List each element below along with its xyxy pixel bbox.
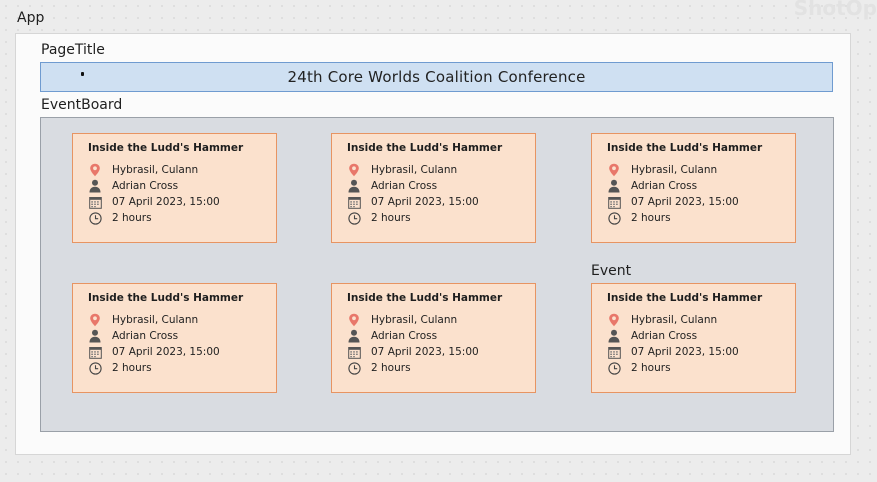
event-person: Adrian Cross: [371, 330, 438, 342]
clock-icon: [607, 361, 621, 375]
event-title: Inside the Ludd's Hammer: [607, 292, 763, 304]
event-date-row: 07 April 2023, 15:00: [88, 194, 276, 210]
event-person-row: Adrian Cross: [88, 178, 276, 194]
event-location-row: Hybrasil, Culann: [88, 162, 276, 178]
event-person: Adrian Cross: [112, 330, 179, 342]
event-duration: 2 hours: [631, 212, 671, 224]
event-label: Event: [591, 263, 632, 279]
event-location-row: Hybrasil, Culann: [607, 312, 795, 328]
event-person-row: Adrian Cross: [347, 178, 535, 194]
event-date: 07 April 2023, 15:00: [112, 346, 220, 358]
event-title: Inside the Ludd's Hammer: [607, 142, 763, 154]
event-person: Adrian Cross: [631, 330, 698, 342]
event-person-row: Adrian Cross: [347, 328, 535, 344]
event-card[interactable]: Inside the Ludd's Hammer Hybrasil, Culan…: [331, 283, 536, 393]
event-location: Hybrasil, Culann: [631, 164, 718, 176]
clock-icon: [347, 211, 361, 225]
mouse-cursor: [81, 72, 84, 76]
event-card[interactable]: Inside the Ludd's Hammer Hybrasil, Culan…: [72, 283, 277, 393]
event-duration: 2 hours: [112, 362, 152, 374]
event-duration-row: 2 hours: [347, 210, 535, 226]
clock-icon: [88, 361, 102, 375]
event-title: Inside the Ludd's Hammer: [88, 142, 244, 154]
event-duration-row: 2 hours: [88, 360, 276, 376]
person-icon: [88, 329, 102, 343]
event-duration-row: 2 hours: [607, 360, 795, 376]
page-title-label: PageTitle: [41, 42, 105, 58]
event-person: Adrian Cross: [371, 180, 438, 192]
event-card[interactable]: Inside the Ludd's Hammer Hybrasil, Culan…: [72, 133, 277, 243]
calendar-icon: [607, 195, 621, 209]
event-title: Inside the Ludd's Hammer: [347, 292, 503, 304]
calendar-icon: [607, 345, 621, 359]
event-person-row: Adrian Cross: [607, 178, 795, 194]
event-person: Adrian Cross: [631, 180, 698, 192]
event-duration: 2 hours: [112, 212, 152, 224]
clock-icon: [607, 211, 621, 225]
clock-icon: [88, 211, 102, 225]
event-date: 07 April 2023, 15:00: [371, 346, 479, 358]
event-person-row: Adrian Cross: [88, 328, 276, 344]
calendar-icon: [88, 195, 102, 209]
corner-text: ShotOp: [793, 0, 877, 20]
event-person: Adrian Cross: [112, 180, 179, 192]
event-person-row: Adrian Cross: [607, 328, 795, 344]
person-icon: [347, 329, 361, 343]
event-location: Hybrasil, Culann: [371, 314, 458, 326]
event-location: Hybrasil, Culann: [631, 314, 718, 326]
map-pin-icon: [88, 163, 102, 177]
event-location-row: Hybrasil, Culann: [347, 312, 535, 328]
event-date: 07 April 2023, 15:00: [112, 196, 220, 208]
person-icon: [607, 179, 621, 193]
page-title: 24th Core Worlds Coalition Conference: [40, 62, 833, 92]
event-title: Inside the Ludd's Hammer: [88, 292, 244, 304]
event-location: Hybrasil, Culann: [371, 164, 458, 176]
event-duration-row: 2 hours: [347, 360, 535, 376]
event-location-row: Hybrasil, Culann: [607, 162, 795, 178]
event-date-row: 07 April 2023, 15:00: [347, 194, 535, 210]
event-duration: 2 hours: [371, 212, 411, 224]
event-card[interactable]: Inside the Ludd's Hammer Hybrasil, Culan…: [331, 133, 536, 243]
event-title: Inside the Ludd's Hammer: [347, 142, 503, 154]
app-label: App: [17, 10, 45, 26]
event-date: 07 April 2023, 15:00: [631, 346, 739, 358]
event-duration: 2 hours: [371, 362, 411, 374]
event-duration-row: 2 hours: [607, 210, 795, 226]
person-icon: [347, 179, 361, 193]
event-location: Hybrasil, Culann: [112, 164, 199, 176]
event-date: 07 April 2023, 15:00: [371, 196, 479, 208]
event-duration: 2 hours: [631, 362, 671, 374]
event-location-row: Hybrasil, Culann: [88, 312, 276, 328]
event-duration-row: 2 hours: [88, 210, 276, 226]
clock-icon: [347, 361, 361, 375]
event-location: Hybrasil, Culann: [112, 314, 199, 326]
map-pin-icon: [88, 313, 102, 327]
person-icon: [607, 329, 621, 343]
map-pin-icon: [607, 313, 621, 327]
event-date-row: 07 April 2023, 15:00: [607, 194, 795, 210]
calendar-icon: [347, 345, 361, 359]
event-date-row: 07 April 2023, 15:00: [607, 344, 795, 360]
map-pin-icon: [347, 163, 361, 177]
event-date-row: 07 April 2023, 15:00: [347, 344, 535, 360]
event-date: 07 April 2023, 15:00: [631, 196, 739, 208]
map-pin-icon: [347, 313, 361, 327]
event-location-row: Hybrasil, Culann: [347, 162, 535, 178]
event-card[interactable]: Inside the Ludd's Hammer Hybrasil, Culan…: [591, 133, 796, 243]
person-icon: [88, 179, 102, 193]
event-card[interactable]: Inside the Ludd's Hammer Hybrasil, Culan…: [591, 283, 796, 393]
event-board-label: EventBoard: [41, 97, 123, 113]
calendar-icon: [88, 345, 102, 359]
event-date-row: 07 April 2023, 15:00: [88, 344, 276, 360]
map-pin-icon: [607, 163, 621, 177]
calendar-icon: [347, 195, 361, 209]
